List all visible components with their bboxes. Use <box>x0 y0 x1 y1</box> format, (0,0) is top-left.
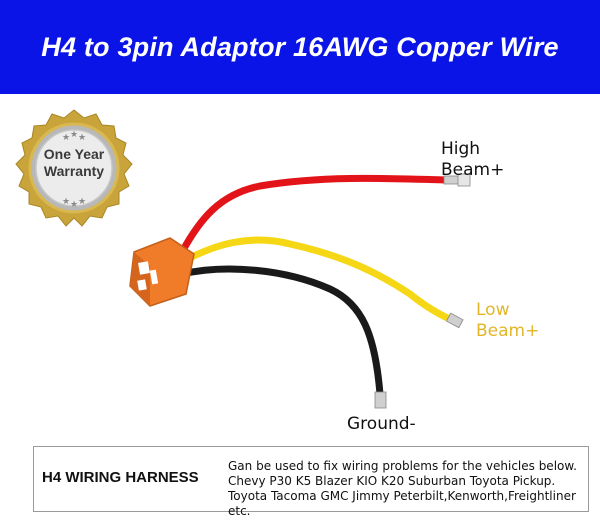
low-beam-terminal <box>445 312 464 329</box>
svg-text:★: ★ <box>78 197 86 207</box>
low-beam-label-line1: Low <box>476 300 510 320</box>
info-title: H4 WIRING HARNESS <box>42 469 199 486</box>
info-desc-line3: Toyota Tacoma GMC Jimmy Peterbilt,Kenwor… <box>228 489 576 518</box>
high-beam-label-line1: High <box>441 139 481 159</box>
low-beam-wire <box>178 236 456 324</box>
low-beam-label: Low Beam+ <box>476 300 539 342</box>
wiring-harness-illustration <box>129 173 471 409</box>
info-description: Gan be used to fix wiring problems for t… <box>228 459 588 519</box>
ground-wire <box>178 265 384 398</box>
svg-text:★: ★ <box>70 130 78 140</box>
warranty-line1: One Year <box>43 146 105 162</box>
svg-text:★: ★ <box>78 133 86 143</box>
high-beam-label: High Beam+ <box>441 139 504 181</box>
svg-text:★: ★ <box>62 197 70 207</box>
h4-connector <box>129 237 195 307</box>
seal-stars-top: ★ ★ ★ <box>62 130 86 143</box>
title-banner: H4 to 3pin Adaptor 16AWG Copper Wire <box>0 0 600 94</box>
low-beam-label-line2: Beam+ <box>476 321 540 341</box>
harness-info-box: H4 WIRING HARNESS Gan be used to fix wir… <box>33 446 589 518</box>
ground-label: Ground- <box>347 414 416 434</box>
warranty-seal-icon: ★ ★ ★ ★ ★ ★ <box>15 109 133 227</box>
warranty-line2: Warranty <box>43 163 105 179</box>
svg-text:★: ★ <box>70 200 78 210</box>
high-beam-wire <box>178 174 449 256</box>
svg-text:★: ★ <box>62 133 70 143</box>
seal-stars-bottom: ★ ★ ★ <box>62 197 86 210</box>
info-desc-line2: Chevy P30 K5 Blazer KIO K20 Suburban Toy… <box>228 474 556 488</box>
info-desc-line1: Gan be used to fix wiring problems for t… <box>228 459 577 473</box>
ground-terminal <box>374 391 387 409</box>
high-beam-label-line2: Beam+ <box>441 160 505 180</box>
banner-title: H4 to 3pin Adaptor 16AWG Copper Wire <box>41 31 559 62</box>
